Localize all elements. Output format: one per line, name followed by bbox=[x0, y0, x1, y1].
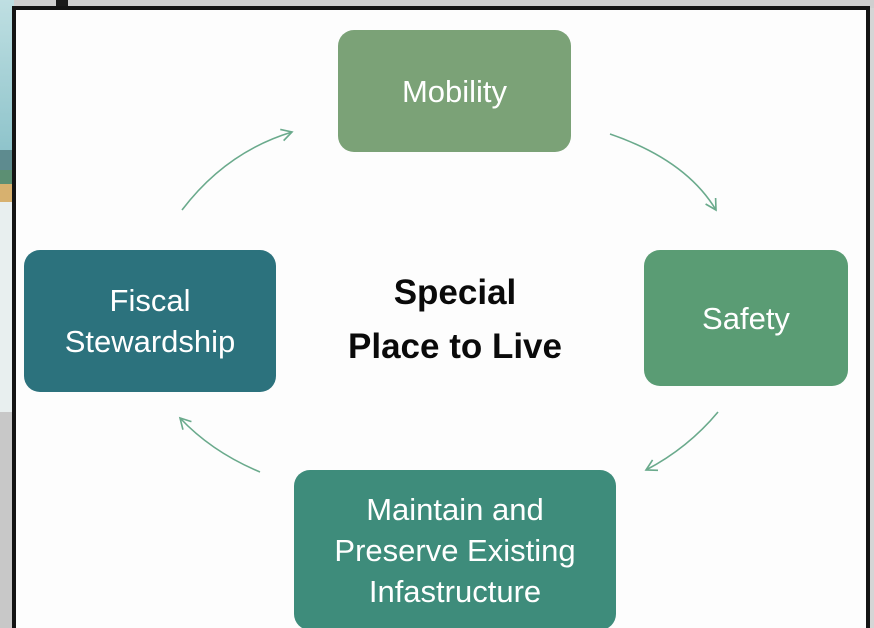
background-top-strip bbox=[14, 0, 874, 8]
cycle-arrows bbox=[178, 128, 719, 473]
background-scenery-water bbox=[0, 150, 14, 170]
node-mobility: Mobility bbox=[338, 30, 571, 152]
node-safety: Safety bbox=[644, 250, 848, 386]
arrow-maintain-to-fiscal bbox=[178, 416, 261, 473]
node-fiscal-stewardship: Fiscal Stewardship bbox=[24, 250, 276, 392]
node-maintain-infrastructure: Maintain and Preserve Existing Infastruc… bbox=[294, 470, 616, 628]
background-scenery-sky bbox=[0, 0, 14, 150]
background-scenery-land bbox=[0, 170, 14, 184]
arrow-fiscal-to-mobility bbox=[181, 128, 294, 211]
arrow-mobility-to-safety bbox=[609, 133, 717, 212]
center-title: Special Place to Live bbox=[348, 273, 562, 366]
arrow-safety-to-maintain bbox=[644, 411, 719, 472]
background-scenery-light bbox=[0, 202, 14, 412]
cycle-diagram-slide: Mobility Safety Maintain and Preserve Ex… bbox=[12, 6, 870, 628]
background-scenery-ground bbox=[0, 412, 14, 628]
background-top-mark bbox=[56, 0, 68, 8]
background-scenery-sand bbox=[0, 184, 14, 202]
